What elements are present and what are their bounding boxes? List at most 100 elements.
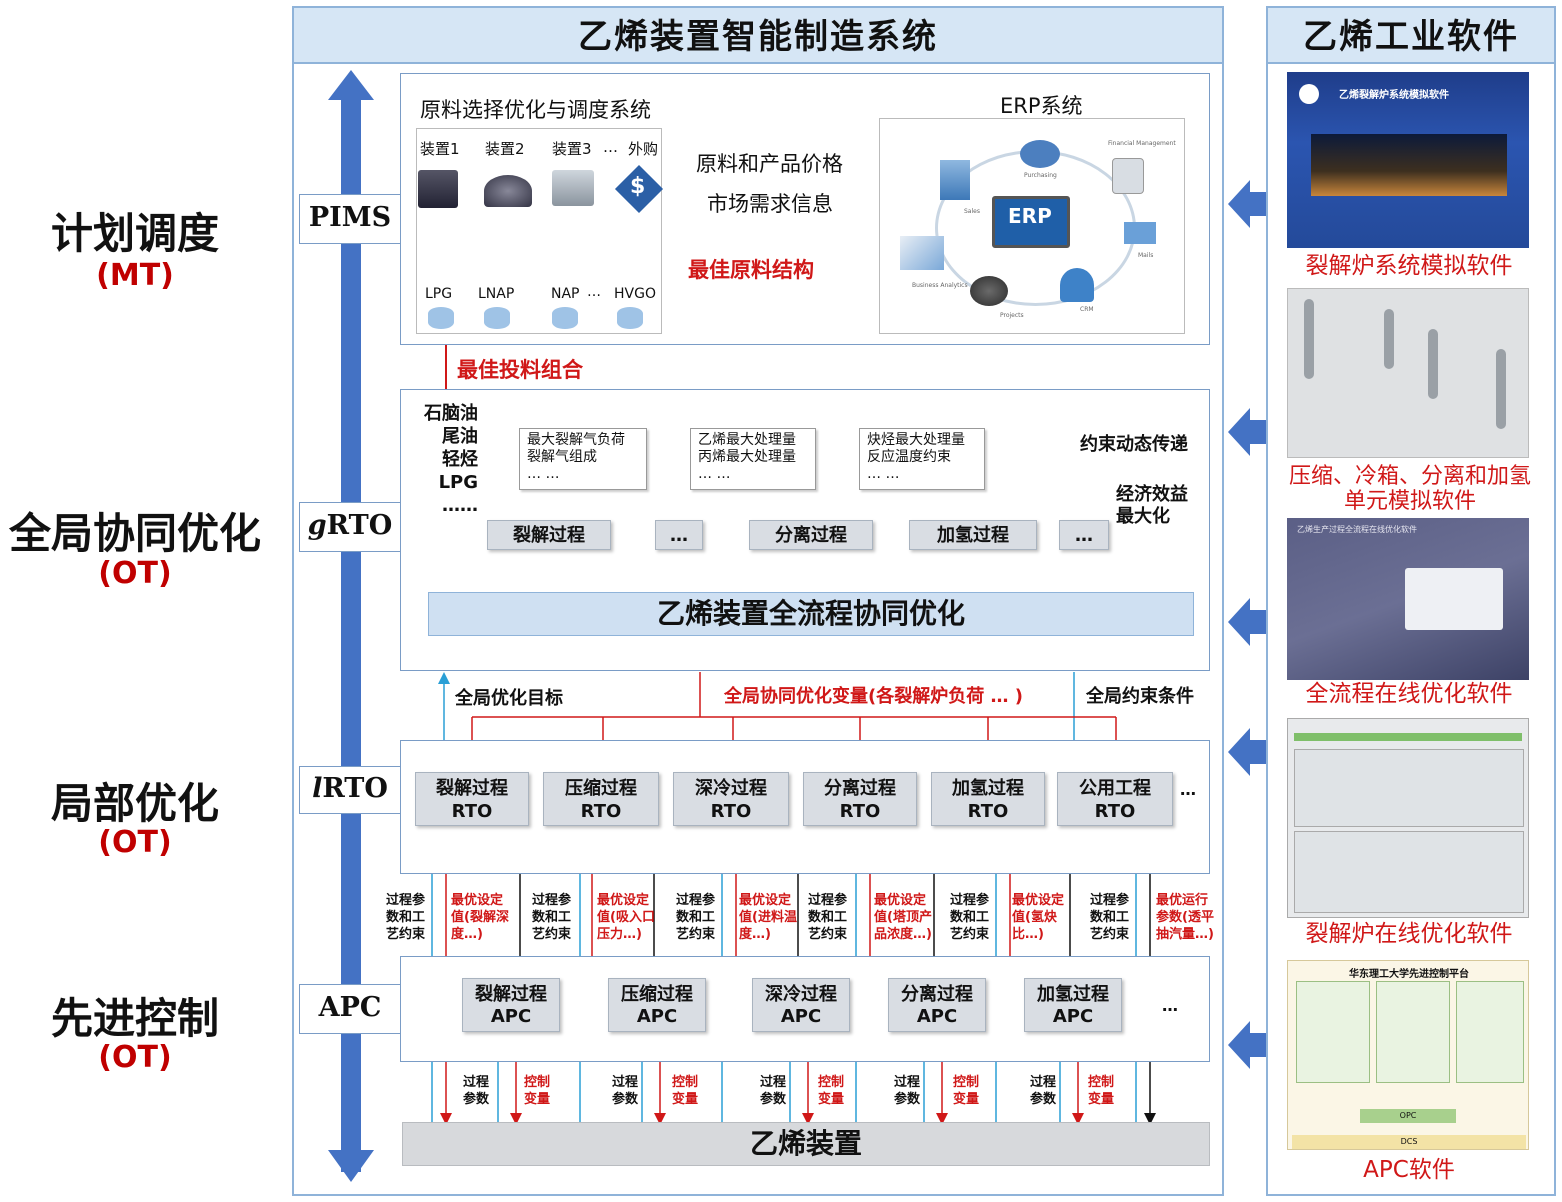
erp-laptop-text: ERP	[1008, 204, 1052, 228]
feed-dots: …	[587, 284, 601, 300]
io-param: 过程参数	[612, 1074, 638, 1108]
layer-lrto-name: 局部优化	[50, 779, 219, 828]
chart-icon	[900, 236, 944, 270]
apc-line-2: APC	[490, 1006, 532, 1027]
constraint-line: 乙烯最大处理量	[698, 432, 796, 448]
mid-label-setpoint: 最优设定值(裂解深度…)	[451, 892, 509, 943]
layer-grto-abbr: (OT)	[98, 556, 172, 591]
io-line: 控制	[1088, 1075, 1115, 1090]
constraint-line: 最大裂解气负荷	[527, 432, 625, 448]
database-icon	[484, 307, 510, 329]
module-box	[1296, 981, 1370, 1083]
layer-grto-name: 全局协同优化	[8, 509, 261, 558]
io-line: 控制	[672, 1075, 699, 1090]
mid-line: 最优设定	[597, 893, 650, 908]
lrto-line-1: 压缩过程	[565, 778, 637, 799]
feed-lnap: LNAP	[478, 286, 515, 302]
mid-line: 数和工	[386, 910, 426, 925]
mid-line: 压力…)	[597, 927, 642, 942]
lrto-line-1: 公用工程	[1079, 778, 1151, 799]
feed-naphtha: 石脑油	[424, 403, 478, 424]
io-line: 变量	[1088, 1092, 1115, 1107]
mid-line: 艺约束	[532, 927, 572, 942]
software-caption-online-opt: 全流程在线优化软件	[1305, 681, 1513, 707]
mid-line: 艺约束	[808, 927, 848, 942]
plant-bar: 乙烯装置	[402, 1122, 1210, 1166]
io-line: 变量	[672, 1092, 699, 1107]
io-line: 参数	[1030, 1092, 1057, 1107]
factory-icon	[418, 170, 458, 208]
io-param: 过程参数	[463, 1074, 489, 1108]
lrto-tag-l: l	[312, 773, 323, 804]
mid-label-setpoint: 最优运行参数(透平抽汽量…)	[1156, 892, 1214, 943]
mid-label-param: 过程参数和工艺约束	[532, 892, 571, 943]
constraint-line: 裂解气组成	[527, 449, 597, 465]
apc-line-1: 深冷过程	[765, 984, 837, 1005]
io-ctrl: 控制变量	[1088, 1074, 1114, 1108]
io-ctrl: 控制变量	[953, 1074, 979, 1108]
io-line: 过程	[612, 1075, 639, 1090]
io-line: 控制	[524, 1075, 551, 1090]
erp-label: Purchasing	[1024, 172, 1057, 179]
global-goal-label: 全局优化目标	[455, 688, 563, 709]
tank-farm-icon	[484, 175, 532, 207]
software-shot-cracking-sim: 乙烯裂解炉系统模拟软件	[1287, 72, 1529, 248]
login-dialog[interactable]	[1405, 568, 1503, 630]
io-ctrl: 控制变量	[818, 1074, 844, 1108]
grto-proc-hydrogenation: 加氢过程	[909, 520, 1037, 550]
price-info-label: 原料和产品价格	[696, 152, 843, 176]
econ-line-1: 经济效益	[1116, 484, 1188, 505]
software-caption-apc: APC软件	[1363, 1157, 1455, 1183]
mid-line: 比…)	[1012, 927, 1044, 942]
feed-lpg: LPG	[425, 286, 453, 302]
mid-line: 数和工	[1090, 910, 1130, 925]
io-line: 变量	[524, 1092, 551, 1107]
io-ctrl: 控制变量	[672, 1074, 698, 1108]
mid-line: 值(塔顶产	[874, 910, 932, 925]
erp-title: ERP系统	[1000, 94, 1083, 118]
lrto-line-2: RTO	[967, 801, 1009, 822]
software-shot-online-opt: 乙烯生产过程全流程在线优化软件	[1287, 518, 1529, 680]
unit-external: 外购	[628, 140, 659, 158]
software-header: 华东理工大学先进控制平台	[1349, 969, 1469, 980]
market-info-label: 市场需求信息	[707, 192, 833, 216]
mid-line: 过程参	[532, 893, 572, 908]
feed-tail-oil: 尾油	[442, 426, 478, 447]
mid-line: 度…)	[451, 927, 483, 942]
lrto-line-2: RTO	[1094, 801, 1136, 822]
mid-label-param: 过程参数和工艺约束	[386, 892, 425, 943]
feed-lpg: LPG	[438, 472, 478, 493]
mid-label-param: 过程参数和工艺约束	[950, 892, 989, 943]
software-shot-unit-sim	[1287, 288, 1529, 458]
apc-line-2: APC	[916, 1006, 958, 1027]
software-shot-furnace-opt	[1287, 718, 1529, 918]
mid-line: 过程参	[676, 893, 716, 908]
global-optimization-bar: 乙烯装置全流程协同优化	[428, 592, 1194, 636]
constraint-line: 丙烯最大处理量	[698, 449, 796, 465]
column-icon	[1304, 299, 1314, 379]
plant-photo	[1311, 134, 1507, 196]
lrto-tag: lRTO	[299, 766, 401, 814]
global-constraints-label: 全局约束条件	[1086, 686, 1194, 707]
layer-lrto-abbr: (OT)	[98, 825, 172, 860]
mid-line: 值(吸入口	[597, 910, 655, 925]
mid-line: 过程参	[1090, 893, 1130, 908]
econ-label: 经济效益 最大化	[1116, 484, 1188, 528]
apc-line-1: 裂解过程	[475, 984, 547, 1005]
mid-label-setpoint: 最优设定值(进料温度…)	[739, 892, 797, 943]
global-vars-label: 全局协同优化变量(各裂解炉负荷 … )	[724, 686, 1023, 707]
software-header: 乙烯生产过程全流程在线优化软件	[1297, 525, 1417, 534]
grto-tag-rto: RTO	[326, 510, 393, 541]
io-line: 过程	[1030, 1075, 1057, 1090]
mid-label-param: 过程参数和工艺约束	[808, 892, 847, 943]
io-line: 参数	[760, 1092, 787, 1107]
mid-line: 艺约束	[950, 927, 990, 942]
unit-1: 装置1	[420, 140, 460, 158]
column-icon	[1496, 349, 1506, 429]
lrto-line-2: RTO	[580, 801, 622, 822]
lrto-more: …	[1180, 780, 1196, 799]
